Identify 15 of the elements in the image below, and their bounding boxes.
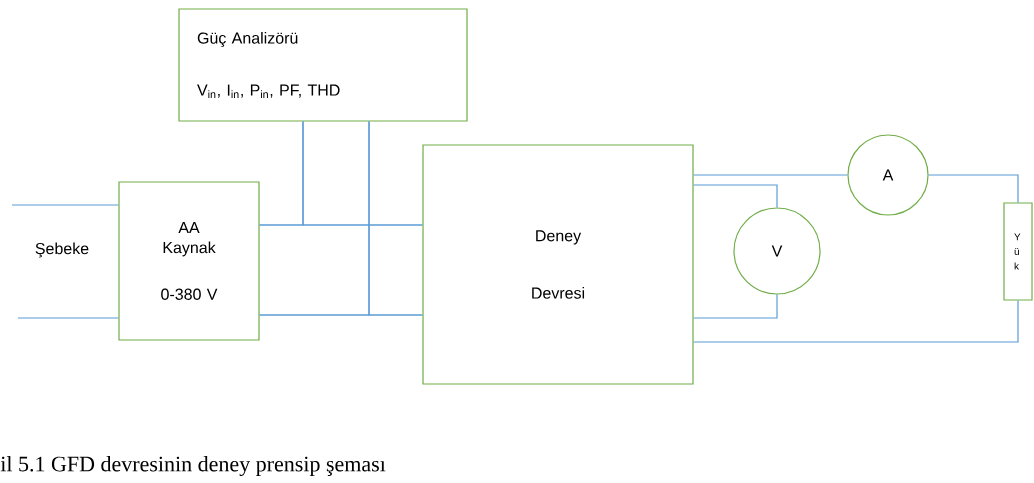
- load-box: Y ü k: [1003, 202, 1033, 301]
- wire: [368, 121, 423, 316]
- wire: [302, 121, 423, 226]
- wire: [693, 174, 848, 176]
- label-text: Şebeke: [35, 242, 89, 258]
- wire: [693, 300, 1019, 343]
- wire: [11, 204, 119, 206]
- wire: [693, 294, 778, 319]
- caption: il 5.1 GFD devresinin deney prensip şeması: [0, 456, 386, 476]
- wire: [928, 174, 1019, 203]
- analyzer-box: Güç Analizörü V$_{in}$, I$_{in}$, P$_{in}$, PF, THD: [178, 8, 468, 122]
- wire: [693, 184, 778, 208]
- wire: [17, 317, 119, 319]
- source-box: AA Kaynak 0-380 V: [118, 181, 260, 341]
- circuit-box: Deney Devresi: [422, 144, 694, 385]
